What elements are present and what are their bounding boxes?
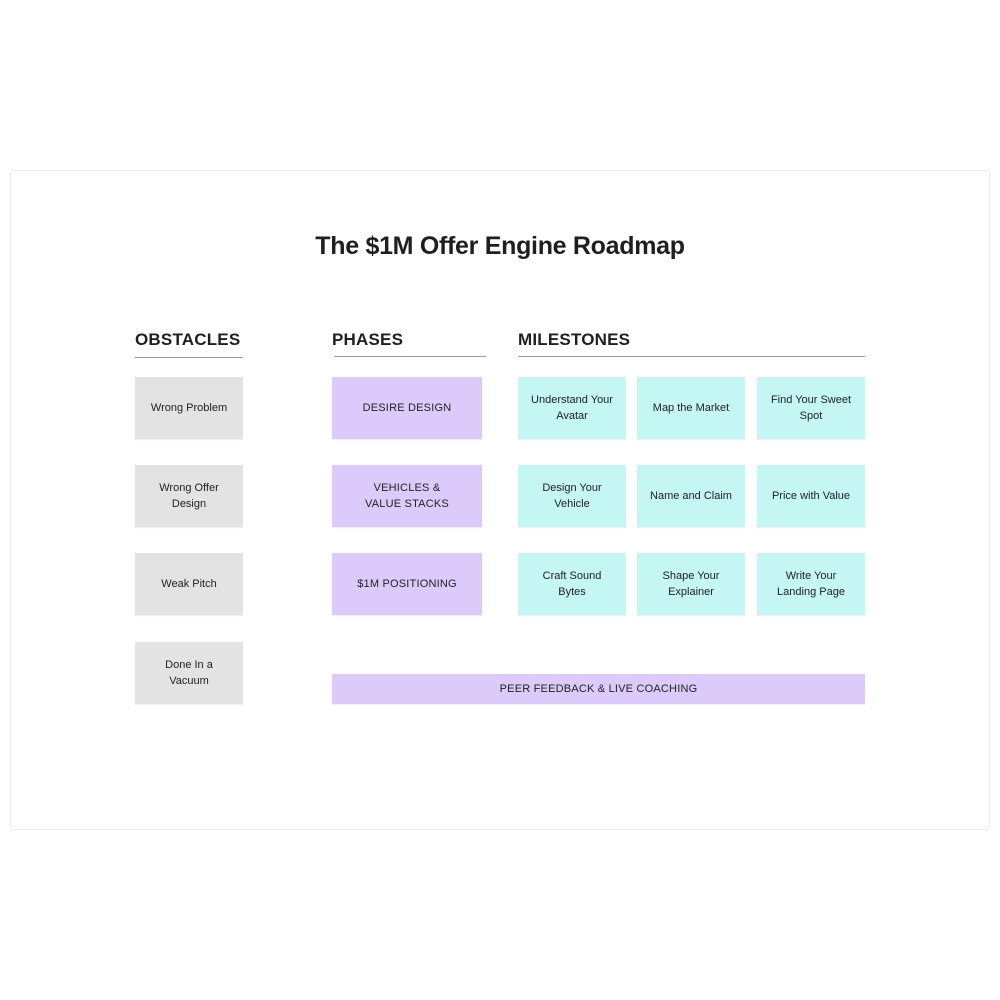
milestone-card: Write Your Landing Page [757, 553, 865, 615]
milestones-rule [518, 356, 865, 357]
phases-rule [334, 356, 486, 357]
milestone-card: Price with Value [757, 465, 865, 527]
milestone-card: Find Your Sweet Spot [757, 377, 865, 439]
page-title: The $1M Offer Engine Roadmap [315, 232, 685, 260]
phase-card: DESIRE DESIGN [332, 377, 482, 439]
milestone-card: Design Your Vehicle [518, 465, 626, 527]
obstacle-card: Done In a Vacuum [135, 642, 243, 704]
obstacle-card: Wrong Offer Design [135, 465, 243, 527]
milestones-heading: MILESTONES [518, 330, 631, 349]
milestone-card: Map the Market [637, 377, 745, 439]
milestone-card: Shape Your Explainer [637, 553, 745, 615]
phases-heading: PHASES [332, 330, 404, 349]
obstacles-rule [135, 357, 243, 358]
obstacles-heading: OBSTACLES [135, 330, 241, 349]
phase-card: VEHICLES & VALUE STACKS [332, 465, 482, 527]
milestone-card: Craft Sound Bytes [518, 553, 626, 615]
peer-feedback-bar: PEER FEEDBACK & LIVE COACHING [332, 674, 865, 704]
phase-card: $1M POSITIONING [332, 553, 482, 615]
milestone-card: Understand Your Avatar [518, 377, 626, 439]
obstacle-card: Wrong Problem [135, 377, 243, 439]
milestone-card: Name and Claim [637, 465, 745, 527]
obstacle-card: Weak Pitch [135, 553, 243, 615]
